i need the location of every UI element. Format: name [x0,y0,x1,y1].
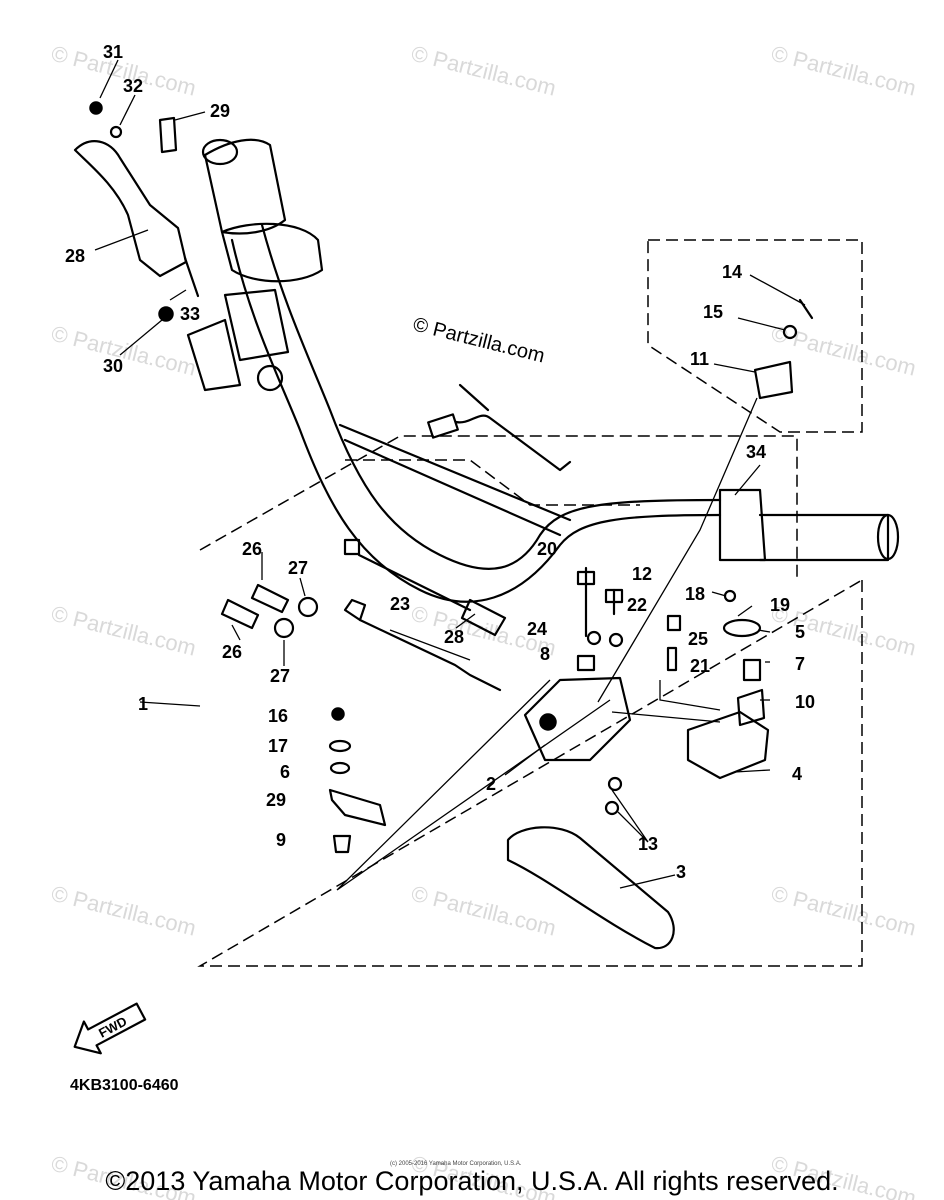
callout-36: 34 [746,442,766,462]
callout-26-b: 26 [222,642,242,662]
callout-6: 6 [280,762,290,782]
callout-27-a: 27 [288,558,308,578]
assembly-outline [197,239,863,967]
small-parts [220,566,624,854]
fwd-arrow: FWD [73,1002,147,1055]
callout-33: 31 [103,42,123,62]
callout-1: 1 [138,694,148,714]
left-lever [73,101,200,322]
handlebar [230,223,722,603]
callout-21: 21 [690,656,710,676]
callout-22: 22 [627,595,647,615]
right-grip [718,298,900,562]
callout-11: 11 [690,349,709,369]
callout-32: 30 [103,356,123,376]
brake-assembly [506,589,770,950]
callout-29: 29 [266,790,286,810]
callout-2: 2 [486,774,496,794]
callout-3: 3 [676,862,686,882]
copyright-notice: ©2013 Yamaha Motor Corporation, U.S.A. A… [105,1166,838,1196]
watermark: © Partzilla.com [49,601,199,661]
fine-print: (c) 2005-2016 Yamaha Motor Corporation, … [390,1161,522,1167]
watermark: © Partzilla.com [769,601,919,661]
callout-14: 14 [722,262,742,282]
callout-19: 19 [770,595,790,615]
callout-5: 5 [795,622,805,642]
callout-15: 15 [703,302,723,322]
left-grip [186,138,324,392]
callout-17: 17 [268,736,288,756]
callout-23: 23 [390,594,410,614]
watermark: © Partzilla.com [409,881,559,941]
callout-27-b: 27 [270,666,290,686]
callout-12: 12 [632,564,652,584]
partzilla-watermark: © Partzilla.com [411,314,547,368]
wiring [343,383,572,692]
callout-9: 9 [276,830,286,850]
callout-34: 32 [123,76,143,96]
callout-30: 28 [65,246,85,266]
callout-numbers: 31 32 29 28 33 30 14 15 11 34 20 26 27 1… [65,42,815,882]
callout-16: 16 [268,706,288,726]
callout-31: 29 [210,101,230,121]
callout-13: 13 [638,834,658,854]
watermark: © Partzilla.com [49,881,199,941]
callout-10: 10 [795,692,815,712]
callout-7: 7 [795,654,805,674]
watermark: © Partzilla.com [769,41,919,101]
callout-20: 20 [537,539,557,559]
callout-28: 28 [444,627,464,647]
callout-18: 18 [685,584,705,604]
callout-4: 4 [792,764,802,784]
watermark: © Partzilla.com [49,321,199,381]
callout-24: 24 [527,619,547,639]
part-code: 4KB3100-6460 [70,1077,179,1094]
watermarks: © Partzilla.com © Partzilla.com © Partzi… [49,41,919,1200]
watermark: © Partzilla.com [769,881,919,941]
watermark: © Partzilla.com [409,41,559,101]
callout-25: 25 [688,629,708,649]
callout-35: 33 [180,304,200,324]
callout-26-a: 26 [242,539,262,559]
leader-lines [94,59,806,891]
callout-8: 8 [540,644,550,664]
